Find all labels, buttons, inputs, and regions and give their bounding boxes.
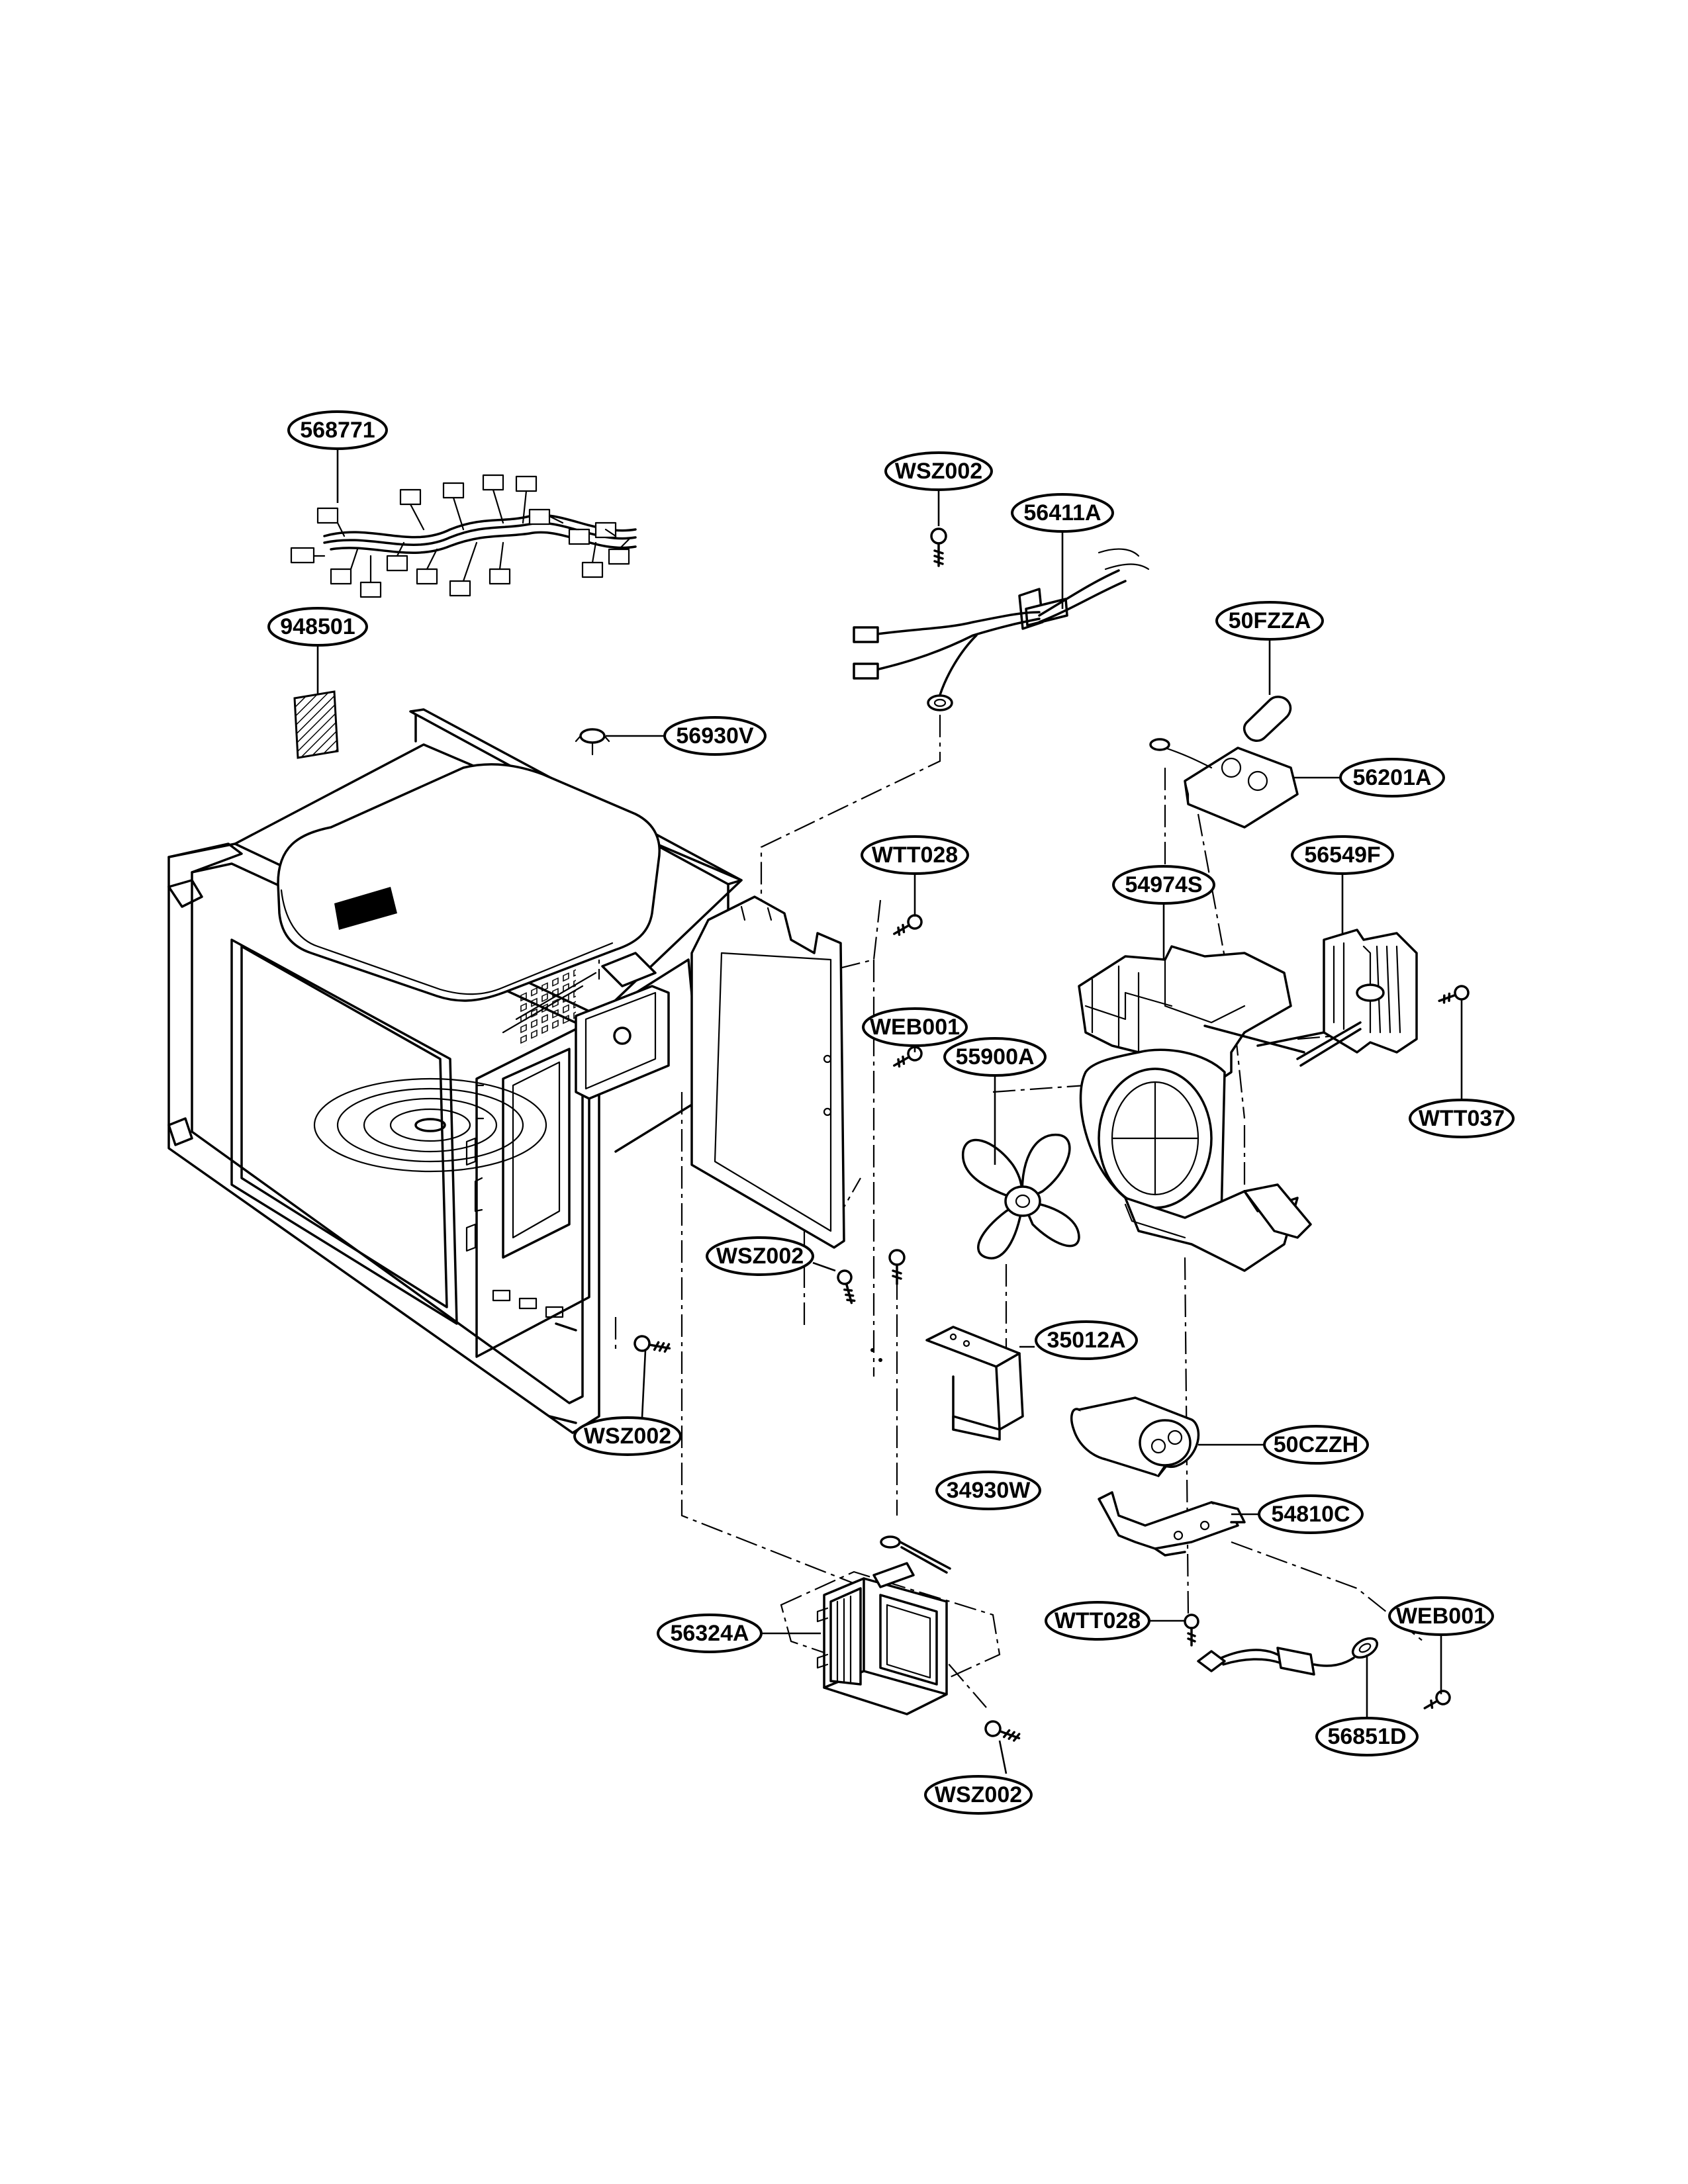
callout-label: 35012A [1047, 1328, 1125, 1353]
wire-harness-part [290, 474, 637, 598]
callout-568771: 568771 [287, 410, 388, 450]
fuse-part [1243, 696, 1292, 742]
fan-blade-part [962, 1134, 1080, 1260]
callout-55900A: 55900A [943, 1037, 1047, 1077]
callout-35012A: 35012A [1035, 1320, 1138, 1360]
callout-56201A: 56201A [1339, 758, 1445, 797]
callout-label: 56930V [676, 723, 754, 749]
callout-label: WSZ002 [935, 1782, 1022, 1807]
callout-label: 56549F [1304, 842, 1380, 868]
screws [633, 527, 1470, 1742]
thermostat-part [575, 728, 610, 756]
callout-wtt028-mid: WTT028 [861, 835, 969, 875]
transformer-part [1296, 929, 1418, 1067]
callout-wsz002-left: WSZ002 [573, 1416, 682, 1456]
callout-label: 34930W [947, 1478, 1031, 1503]
callout-label: 50CZZH [1274, 1432, 1358, 1457]
callout-label: WTT028 [872, 842, 958, 868]
callout-56324A: 56324A [657, 1614, 763, 1653]
callout-label: 50FZZA [1229, 608, 1311, 633]
insulation-pad-part [293, 690, 339, 759]
callout-web001-low: WEB001 [1388, 1596, 1494, 1636]
callout-label: WEB001 [1396, 1604, 1486, 1629]
callout-54974S: 54974S [1112, 865, 1215, 905]
fan-motor-bracket-part [1078, 945, 1325, 1272]
capacitor-bracket-part [1098, 1491, 1246, 1557]
magnetron-part [780, 1535, 1001, 1715]
callout-56851D: 56851D [1315, 1717, 1419, 1756]
thermal-cutoff-part [1197, 1637, 1379, 1676]
pcb-part [1149, 738, 1299, 829]
callout-56930V: 56930V [663, 716, 767, 756]
callout-label: WSZ002 [584, 1424, 671, 1449]
callout-label: 56324A [670, 1621, 749, 1646]
capacitor-part [1070, 1396, 1200, 1477]
callout-web001-mid: WEB001 [862, 1007, 968, 1047]
callout-label: 568771 [300, 418, 375, 443]
leader-lines [316, 449, 1463, 1774]
callout-label: WTT037 [1419, 1106, 1505, 1131]
callout-label: WEB001 [870, 1015, 960, 1040]
callout-50CZZH: 50CZZH [1263, 1425, 1369, 1465]
callout-label: 56851D [1327, 1724, 1406, 1749]
callout-56411A: 56411A [1011, 493, 1114, 533]
callout-label: 55900A [955, 1044, 1034, 1069]
callout-56549F: 56549F [1291, 835, 1394, 875]
callout-label: 54974S [1125, 872, 1202, 897]
power-cord-part [853, 548, 1150, 711]
callout-label: 56411A [1023, 500, 1101, 525]
callout-label: WSZ002 [895, 459, 982, 484]
callout-label: 54810C [1271, 1502, 1350, 1527]
back-panel-part [690, 895, 845, 1249]
callout-label: WSZ002 [716, 1244, 804, 1269]
callout-wtt028-low: WTT028 [1045, 1601, 1150, 1641]
callout-wsz002-mid: WSZ002 [706, 1236, 814, 1276]
callout-34930W: 34930W [935, 1471, 1041, 1510]
callout-label: 56201A [1352, 765, 1431, 790]
callout-wsz002-top: WSZ002 [884, 451, 993, 491]
callout-wsz002-bottom: WSZ002 [924, 1775, 1033, 1815]
callout-WTT037: WTT037 [1409, 1099, 1515, 1138]
callout-label: WTT028 [1055, 1608, 1141, 1633]
callout-948501: 948501 [267, 607, 368, 647]
oven-cavity-part [167, 708, 743, 1434]
callout-50FZZA: 50FZZA [1215, 601, 1324, 641]
callout-label: 948501 [280, 614, 355, 639]
callout-54810C: 54810C [1258, 1494, 1364, 1534]
bracket-35012A-part [870, 1326, 1024, 1441]
